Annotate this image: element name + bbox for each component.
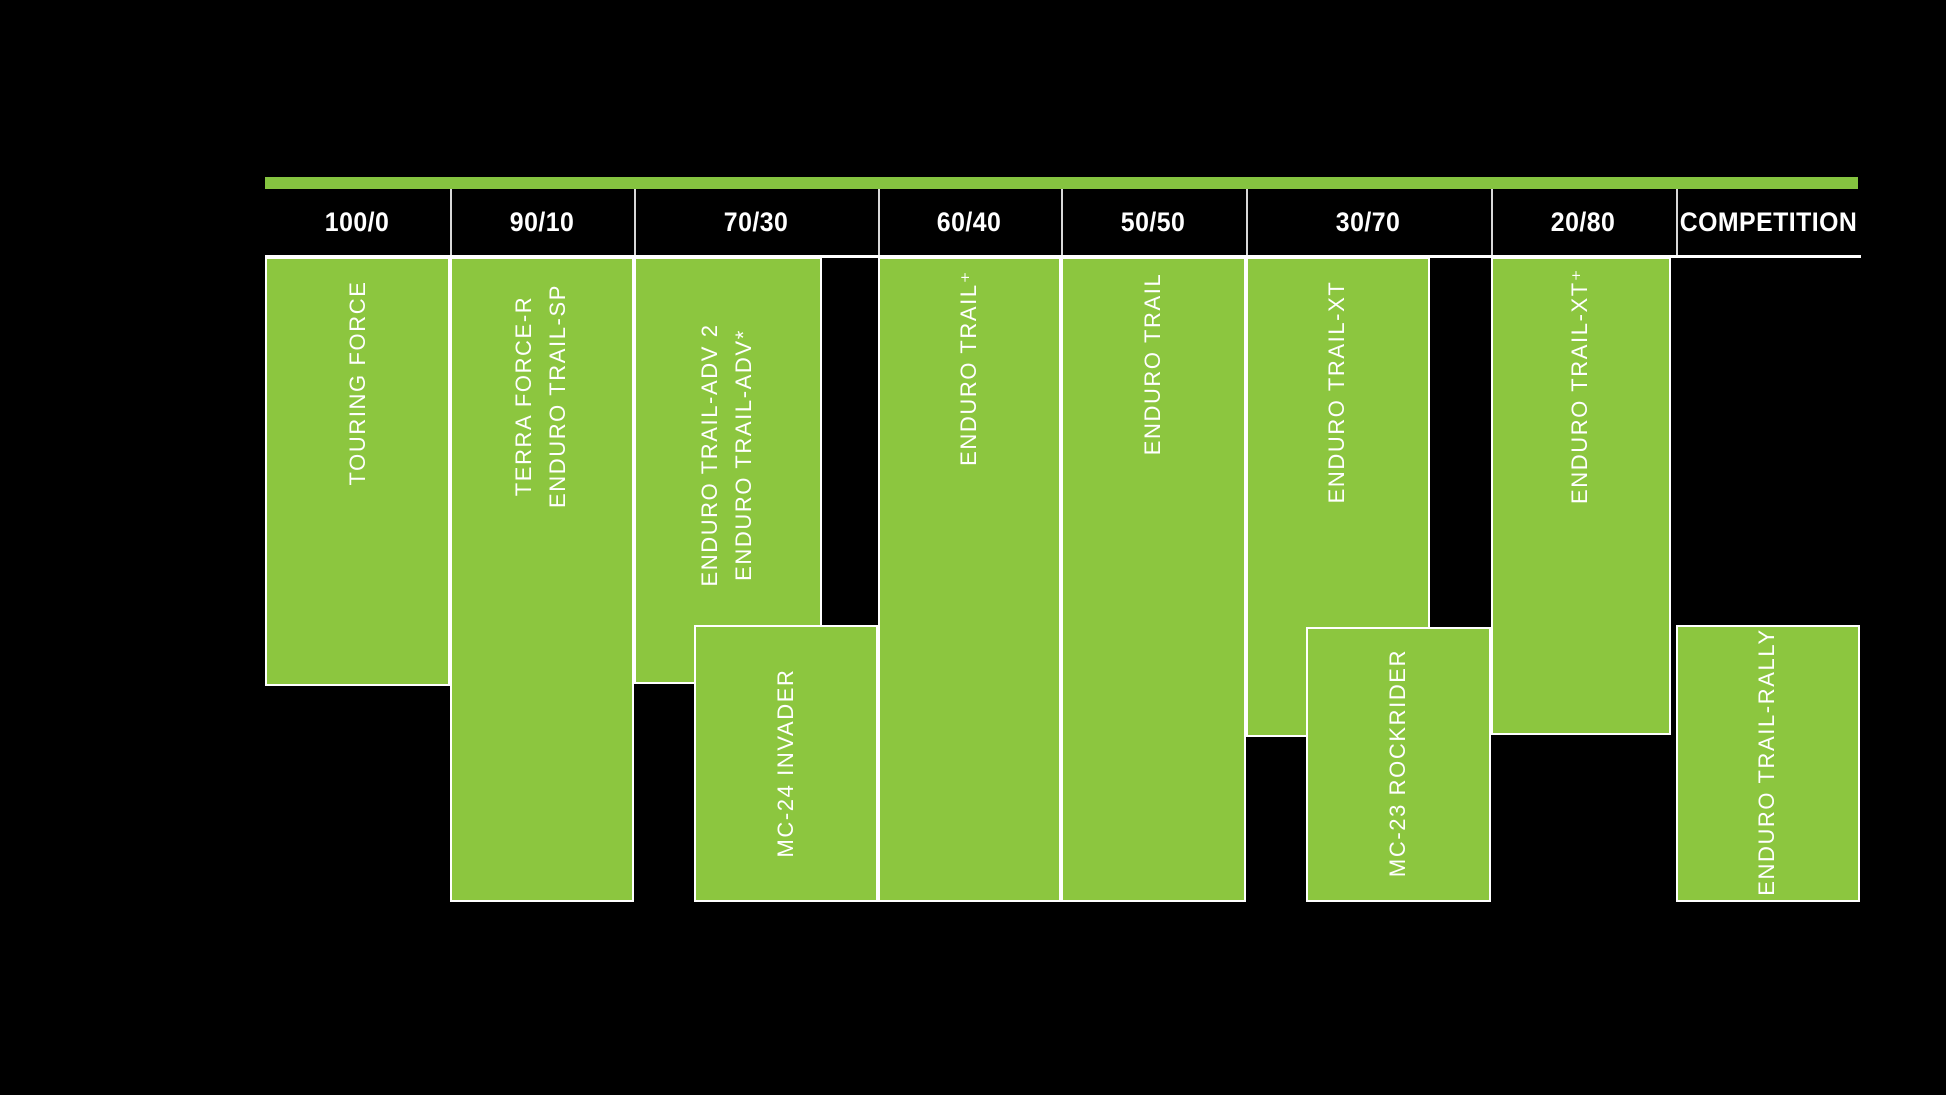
header-label: 100/0	[325, 206, 390, 237]
product-block-enduro-trail-rally	[1676, 625, 1860, 902]
product-block-mc-24-invader	[694, 625, 878, 902]
product-block-enduro-trail-plus	[878, 257, 1061, 902]
header-label: 90/10	[509, 206, 575, 237]
header-cell-50-50: 50/50	[1061, 189, 1246, 255]
header-cell-70-30: 70/30	[634, 189, 878, 255]
product-label-line: TOURING FORCE	[345, 280, 370, 486]
product-label-line: ENDURO TRAIL-ADV 2	[697, 323, 722, 587]
product-label-enduro-trail-adv: ENDURO TRAIL-ADV 2 ENDURO TRAIL-ADV*	[693, 323, 761, 586]
product-label-enduro-trail-xt: ENDURO TRAIL-XT	[1320, 281, 1354, 504]
header-cell-90-10: 90/10	[450, 189, 634, 255]
header-separator	[1491, 189, 1493, 257]
product-label-enduro-trail-plus: ENDURO TRAIL⁺	[952, 270, 986, 466]
header-separator	[1246, 189, 1248, 257]
header-separator	[634, 189, 636, 257]
product-label-line: ENDURO TRAIL-ADV*	[731, 329, 756, 581]
product-block-enduro-trail-xt-plus	[1491, 257, 1671, 735]
product-label-line: ENDURO TRAIL-SP	[545, 283, 570, 509]
header-cell-20-80: 20/80	[1491, 189, 1676, 255]
header-separator	[450, 189, 452, 257]
product-label-mc-23-rockrider: MC-23 ROCKRIDER	[1381, 649, 1415, 877]
product-label-touring-force: TOURING FORCE	[341, 281, 375, 486]
header-cell-60-40: 60/40	[878, 189, 1061, 255]
header-label: 20/80	[1551, 206, 1616, 237]
product-label-line: TERRA FORCE-R	[511, 295, 536, 497]
product-label-line: ENDURO TRAIL-XT	[1324, 280, 1349, 504]
product-label-line: ENDURO TRAIL⁺	[956, 270, 981, 466]
header-underline	[265, 255, 1861, 258]
header-cell-30-70: 30/70	[1246, 189, 1491, 255]
header-label: 30/70	[1336, 206, 1401, 237]
product-label-line: ENDURO TRAIL-RALLY	[1754, 628, 1779, 896]
product-label-line: ENDURO TRAIL-XT⁺	[1567, 267, 1592, 505]
header-label: 50/50	[1121, 206, 1186, 237]
product-label-line: ENDURO TRAIL	[1140, 272, 1165, 456]
header-label: 70/30	[723, 206, 789, 237]
header-cell-100-0: 100/0	[265, 189, 450, 255]
product-label-line: MC-23 ROCKRIDER	[1385, 648, 1410, 878]
product-label-enduro-trail-xt-plus: ENDURO TRAIL-XT⁺	[1563, 268, 1597, 504]
product-label-terra-force-r-sp: TERRA FORCE-R ENDURO TRAIL-SP	[507, 284, 575, 508]
product-block-touring-force	[265, 257, 450, 686]
product-label-enduro-trail: ENDURO TRAIL	[1136, 273, 1170, 456]
product-label-enduro-trail-rally: ENDURO TRAIL-RALLY	[1750, 628, 1784, 896]
header-label: COMPETITION	[1679, 206, 1857, 237]
product-block-enduro-trail	[1061, 257, 1246, 902]
product-block-terra-force-r-sp	[450, 257, 634, 902]
header-cell-competition: COMPETITION	[1676, 189, 1860, 255]
header-label: 60/40	[937, 206, 1002, 237]
product-label-line: MC-24 INVADER	[773, 668, 798, 858]
header-separator	[1061, 189, 1063, 257]
product-label-mc-24-invader: MC-24 INVADER	[769, 668, 803, 857]
axis-bar	[265, 177, 1858, 189]
product-block-mc-23-rockrider	[1306, 627, 1491, 902]
product-block-enduro-trail-adv	[634, 257, 822, 684]
header-separator	[1676, 189, 1678, 257]
header-separator	[878, 189, 880, 257]
